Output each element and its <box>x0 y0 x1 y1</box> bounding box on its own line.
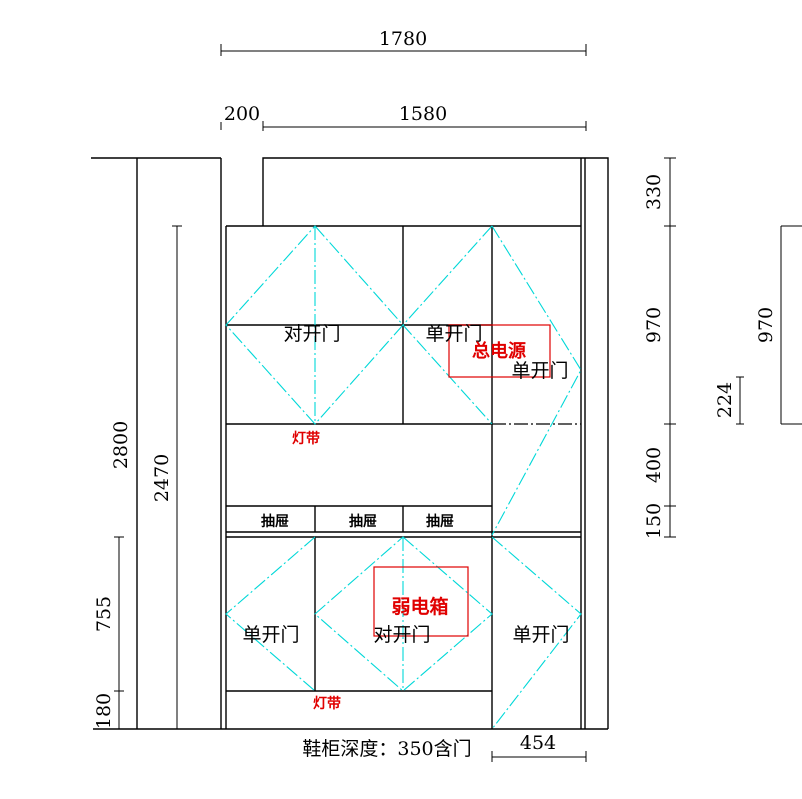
label-double-door-lower: 对开门 <box>373 624 430 646</box>
dimension-bottom-right: 454 <box>491 732 587 762</box>
label-drawer: 抽屉 <box>426 513 454 530</box>
dimension-label: 2470 <box>151 454 173 502</box>
dimension-lower-section: 755 <box>93 536 124 692</box>
dimension-label: 454 <box>520 732 556 754</box>
label-double-door-upper: 对开门 <box>283 323 340 345</box>
dimension-total-height: 2800 <box>110 421 132 469</box>
label-weak-current-box: 弱电箱 <box>391 595 448 618</box>
label-drawer: 抽屉 <box>261 513 289 530</box>
dimension-label: 200 <box>224 103 260 125</box>
label-depth-note: 鞋柜深度：350含门 <box>302 738 471 760</box>
dimension-label: 755 <box>93 596 115 632</box>
label-light-strip-lower: 灯带 <box>313 695 341 712</box>
dimension-label: 224 <box>714 382 736 418</box>
dimension-label: 2800 <box>110 421 132 469</box>
label-light-strip-upper: 灯带 <box>292 430 320 447</box>
dimension-label: 330 <box>643 174 665 210</box>
dimension-total-width: 1780 <box>220 28 587 56</box>
dimension-label: 970 <box>643 307 665 343</box>
label-single-door-upper: 单开门 <box>425 323 482 345</box>
weak-current-box <box>373 566 469 637</box>
dimension-label: 1580 <box>399 103 447 125</box>
dimension-label: 150 <box>643 503 665 539</box>
dimension-cabinet-height: 2470 <box>151 225 182 730</box>
dimension-small-gap: 224 <box>714 376 744 425</box>
dimension-far-right: 970 <box>755 225 802 425</box>
dimension-left-width: 200 <box>220 103 260 130</box>
dimension-base: 180 <box>93 691 124 730</box>
dimension-label: 400 <box>643 447 665 483</box>
dimension-right-stack: 330 970 400 150 <box>643 157 676 539</box>
label-main-power: 总电源 <box>472 340 526 362</box>
dimension-label: 1780 <box>379 28 427 50</box>
main-power-box <box>448 324 551 378</box>
label-drawer: 抽屉 <box>349 513 377 530</box>
label-single-door-right: 单开门 <box>511 360 568 382</box>
dimension-label: 180 <box>93 693 115 729</box>
label-single-door-lower-left: 单开门 <box>242 624 299 646</box>
dimension-right-width: 1580 <box>262 103 587 131</box>
label-single-door-lower-right: 单开门 <box>512 624 569 646</box>
door-swing-lines <box>225 225 582 730</box>
dimension-label: 970 <box>755 307 777 343</box>
